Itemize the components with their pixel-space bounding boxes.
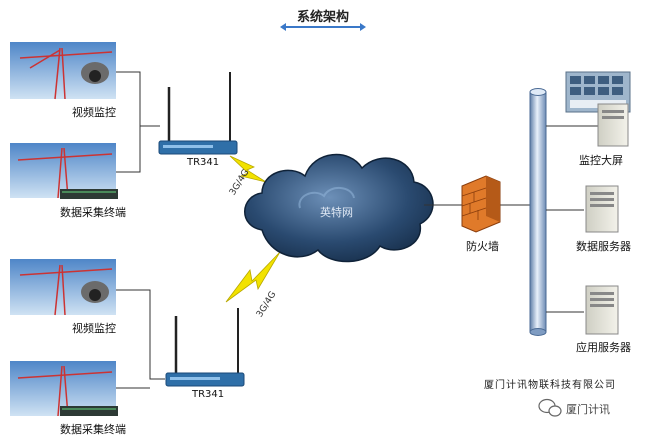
collector-terminal-top xyxy=(10,143,118,199)
internet-cloud xyxy=(244,153,434,263)
router-label-bottom: TR341 xyxy=(192,389,225,400)
video-camera-bottom xyxy=(10,259,116,316)
collector-label-top: 数据采集终端 xyxy=(60,206,126,219)
app-server-label: 应用服务器 xyxy=(576,341,631,354)
router-label-top: TR341 xyxy=(187,157,220,168)
monitor-screen-icon xyxy=(565,71,631,147)
router-top xyxy=(158,72,238,155)
video-label-bottom: 视频监控 xyxy=(72,322,116,335)
video-camera-top xyxy=(10,42,116,100)
page-title: 系统架构 xyxy=(296,10,349,25)
company-name: 厦门计讯物联科技有限公司 xyxy=(484,380,616,391)
app-server-icon xyxy=(585,285,619,335)
firewall-icon xyxy=(461,175,501,233)
wechat-account: 厦门计讯 xyxy=(566,403,610,416)
collector-terminal-bottom xyxy=(10,361,118,417)
data-server-icon xyxy=(585,185,619,233)
firewall-label: 防火墙 xyxy=(466,240,499,253)
video-label-top: 视频监控 xyxy=(72,106,116,119)
backbone-bus xyxy=(529,88,547,336)
wechat-icon xyxy=(538,398,562,417)
internet-label: 英特网 xyxy=(320,206,353,219)
router-bottom xyxy=(165,308,245,387)
data-server-label: 数据服务器 xyxy=(576,240,631,253)
title-underline xyxy=(280,23,366,31)
monitor-screen-label: 监控大屏 xyxy=(579,154,623,167)
collector-label-bottom: 数据采集终端 xyxy=(60,423,126,436)
